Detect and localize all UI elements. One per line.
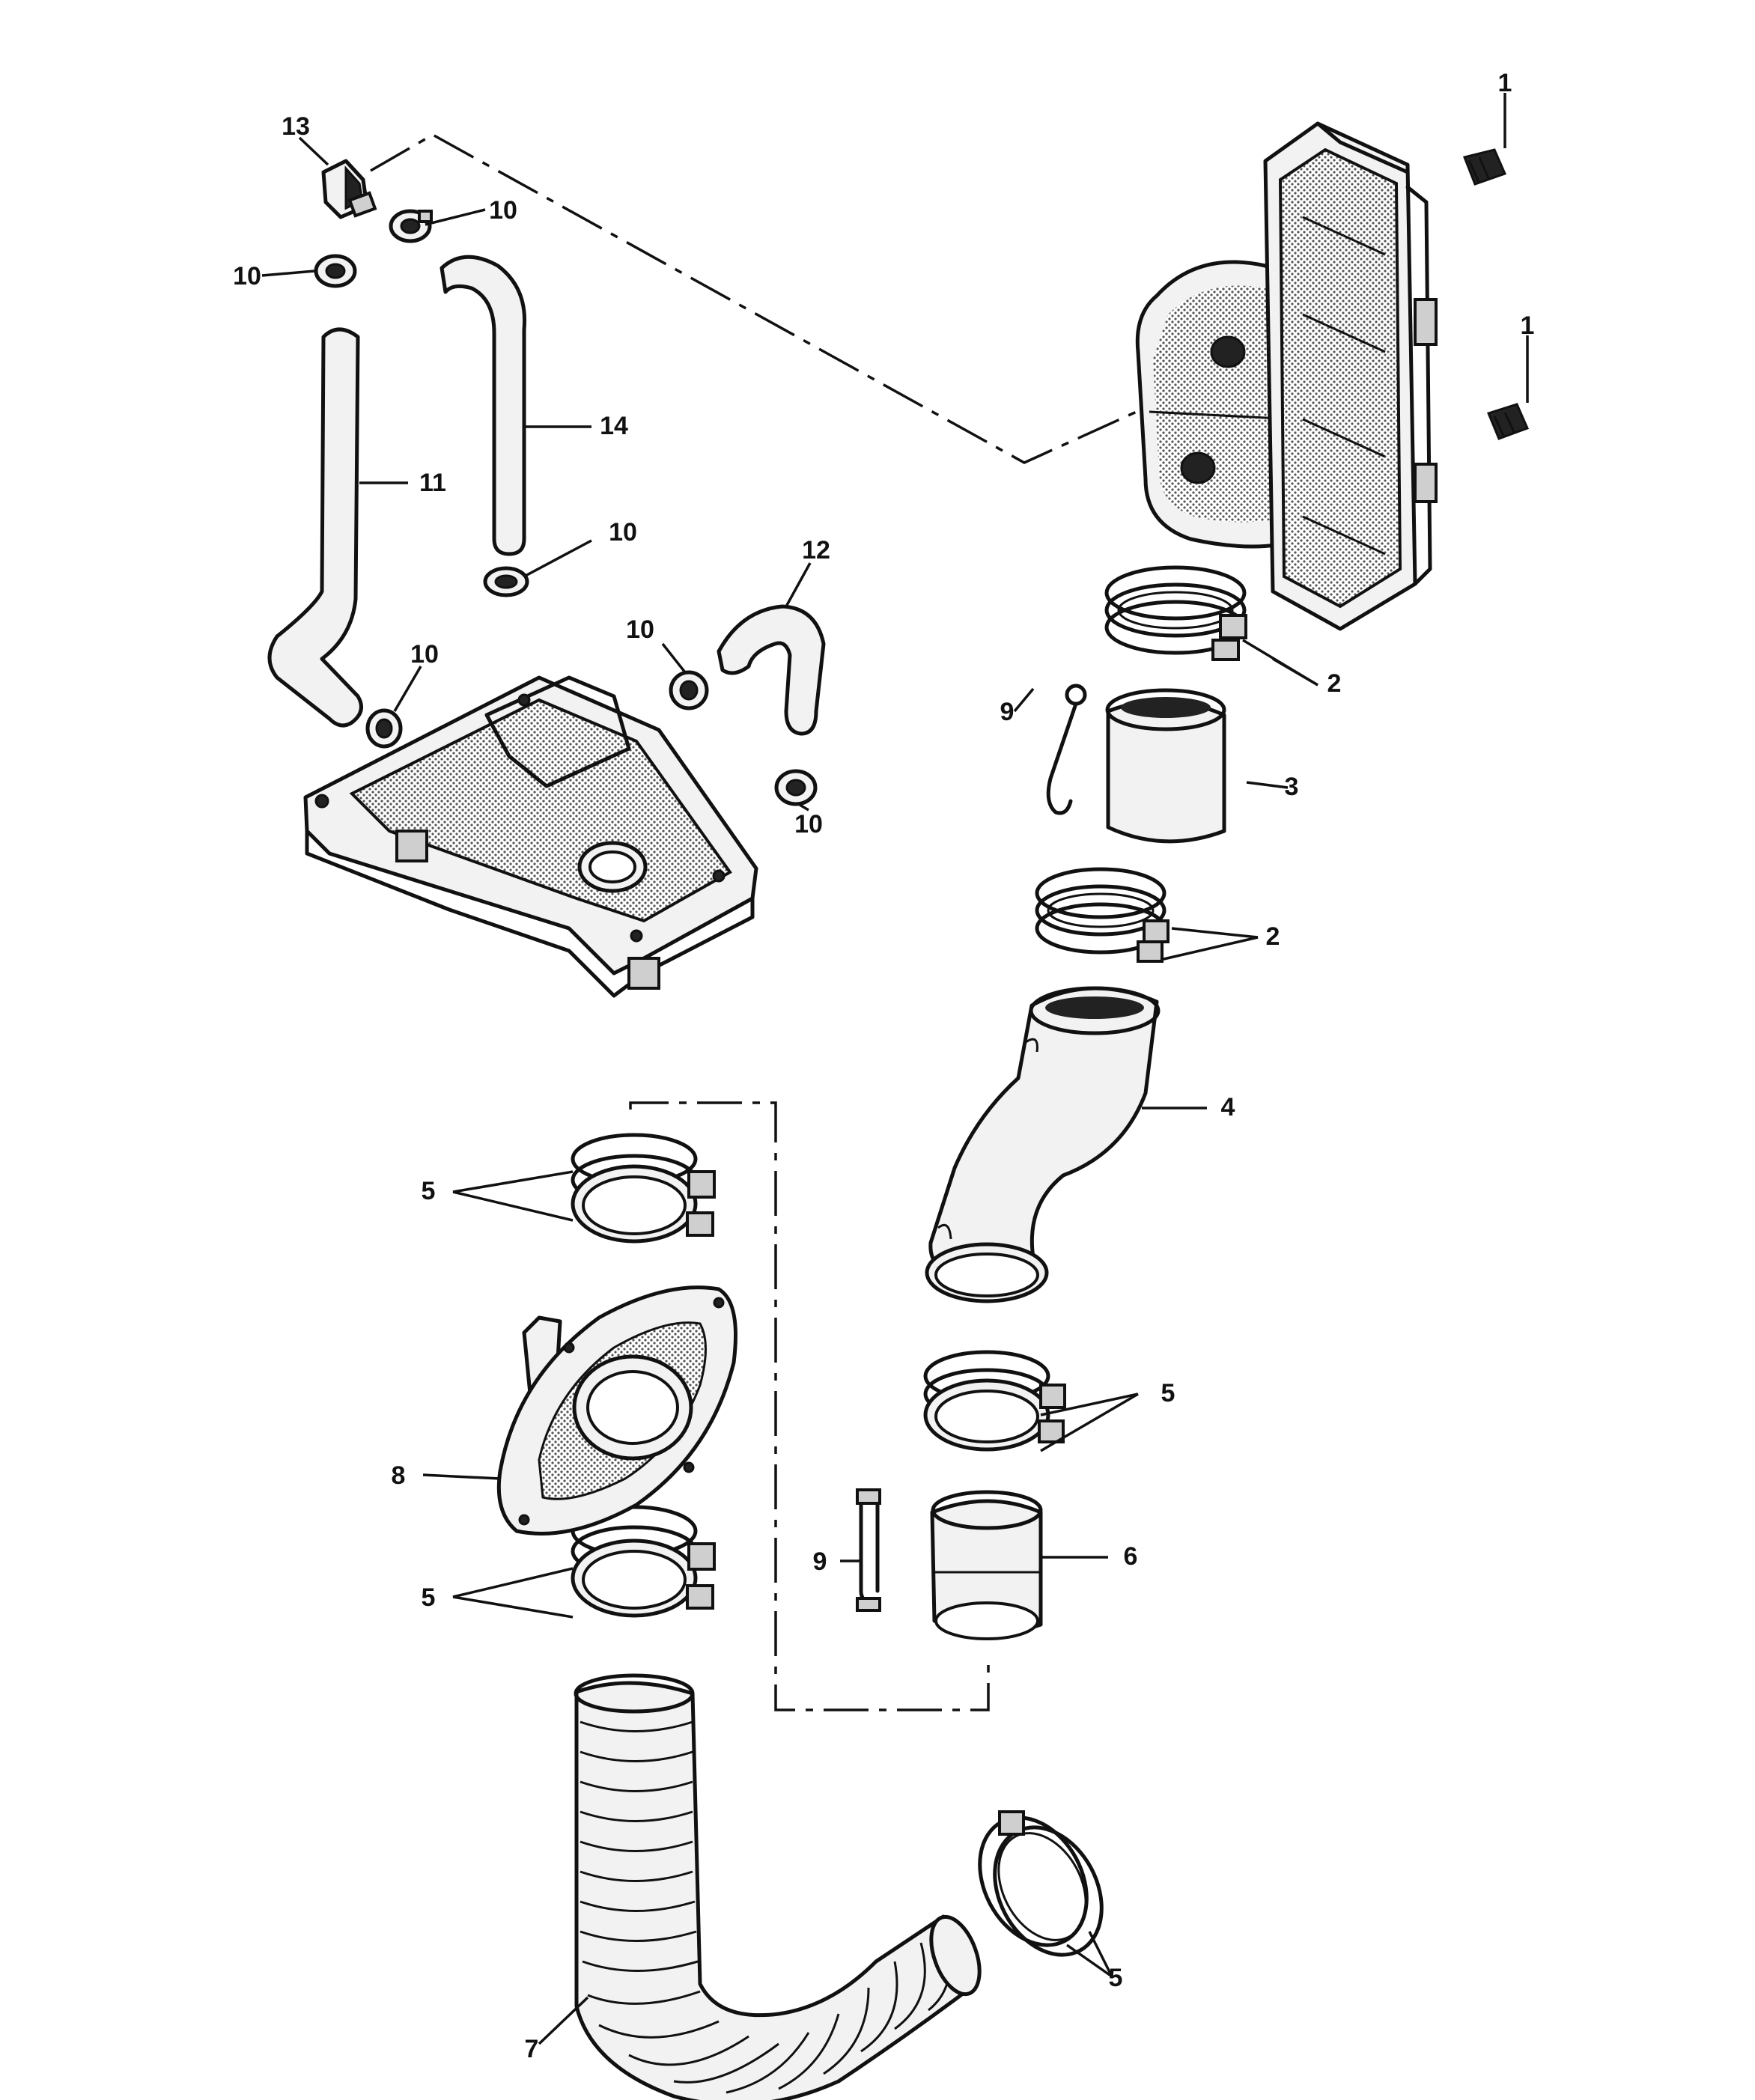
callout-14: 14 xyxy=(600,412,628,440)
part-4-bent-tube xyxy=(925,986,1161,1303)
leader-lines xyxy=(261,93,1529,2045)
part-12-hose xyxy=(717,604,826,736)
part-10-clamp-upper-right xyxy=(389,209,433,243)
part-10-clamp-plate-left xyxy=(365,708,403,749)
part-10-clamp-lower xyxy=(774,769,818,806)
callout-10-a: 10 xyxy=(489,196,517,225)
callout-10-b: 10 xyxy=(233,262,261,290)
part-2-clamps-lower xyxy=(1035,867,1170,963)
part-1-plug-right xyxy=(1486,403,1530,440)
part-5-clamps-upper-left xyxy=(571,1133,716,1244)
part-9-clip-lower xyxy=(856,1488,881,1612)
part-10-clamp-upper-left xyxy=(314,254,357,288)
callout-5-lower-left: 5 xyxy=(422,1583,436,1612)
callout-13: 13 xyxy=(282,112,310,141)
callout-9-lower: 9 xyxy=(813,1547,827,1576)
callout-1-top: 1 xyxy=(1498,69,1512,97)
callout-3: 3 xyxy=(1285,773,1299,801)
callout-6: 6 xyxy=(1124,1542,1138,1571)
callout-1-right: 1 xyxy=(1521,311,1535,340)
callout-5-upper-left: 5 xyxy=(422,1177,436,1205)
callout-10-e: 10 xyxy=(410,640,439,669)
callout-10-d: 10 xyxy=(626,615,654,644)
callout-4: 4 xyxy=(1221,1093,1235,1121)
part-1-plug-top xyxy=(1462,148,1507,186)
part-10-clamp-plate-right xyxy=(669,670,709,710)
callout-2-lower: 2 xyxy=(1266,922,1280,951)
part-3-sleeve xyxy=(1105,688,1226,844)
part-5-clamps-right xyxy=(923,1350,1066,1452)
mounting-plate xyxy=(303,675,758,998)
part-8-flange xyxy=(496,1285,737,1536)
callout-5-right: 5 xyxy=(1161,1379,1175,1407)
part-10-clamp-middle xyxy=(483,566,529,597)
callout-8: 8 xyxy=(392,1461,406,1490)
connection-line-13-to-manifold xyxy=(370,133,1154,464)
part-11-hose xyxy=(267,327,363,728)
part-9-wire-upper xyxy=(1046,684,1087,815)
part-2-clamps-upper xyxy=(1104,565,1247,661)
callout-2-upper: 2 xyxy=(1327,669,1342,698)
part-6-short-sleeve xyxy=(930,1490,1043,1640)
callout-5-hose-end: 5 xyxy=(1109,1964,1123,1992)
part-14-hose xyxy=(439,255,527,556)
callout-7: 7 xyxy=(525,2035,539,2063)
callout-10-c: 10 xyxy=(609,518,637,547)
callout-9-upper: 9 xyxy=(1000,698,1015,726)
part-13-elbow-fitting xyxy=(321,159,377,219)
callout-12: 12 xyxy=(802,536,830,564)
exhaust-manifold xyxy=(1135,121,1438,631)
callout-11: 11 xyxy=(419,469,446,497)
part-5-clamps-lower-left xyxy=(571,1505,716,1618)
part-7-corrugated-hose xyxy=(574,1673,982,2100)
callout-10-f: 10 xyxy=(794,810,823,839)
connection-line-5-to-6 xyxy=(629,1101,990,1711)
part-5-clamp-hose-end xyxy=(978,1810,1104,1957)
